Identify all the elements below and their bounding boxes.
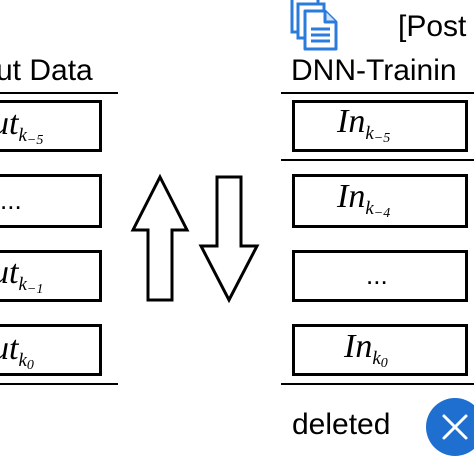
right-panel-header: DNN-Trainin [291,54,457,87]
left-row-1-label: utk−5 [0,105,44,149]
deleted-label: deleted [292,408,391,441]
right-row-2-label: Ink−4 [337,178,391,222]
right-row-2 [292,174,468,228]
left-row-2 [0,174,102,228]
left-row-3-label: utk−1 [0,254,44,298]
document-stack-icon [290,0,338,51]
right-row-4-label: Ink0 [344,328,388,372]
down-arrow-icon [198,175,260,304]
left-row-2-label: ... [0,185,22,215]
right-header-rule [281,92,474,94]
right-footer-rule [281,383,474,385]
up-arrow-icon [130,174,190,302]
post-label: [Post [398,10,467,43]
left-footer-rule [0,383,118,385]
right-row-1-label: Ink−5 [337,103,391,147]
right-row-4 [292,324,468,376]
right-row-1 [292,100,468,152]
right-row-3-label: ... [366,260,388,290]
left-header-rule [0,92,118,94]
left-row-4 [0,324,102,376]
close-icon [442,414,468,440]
right-mid-rule [281,159,474,161]
left-row-1 [0,100,102,152]
left-panel-header: ut Data [0,54,93,87]
delete-button[interactable] [426,398,474,456]
left-row-3 [0,250,102,302]
left-row-4-label: utk0 [0,330,34,374]
right-row-3 [292,250,468,302]
